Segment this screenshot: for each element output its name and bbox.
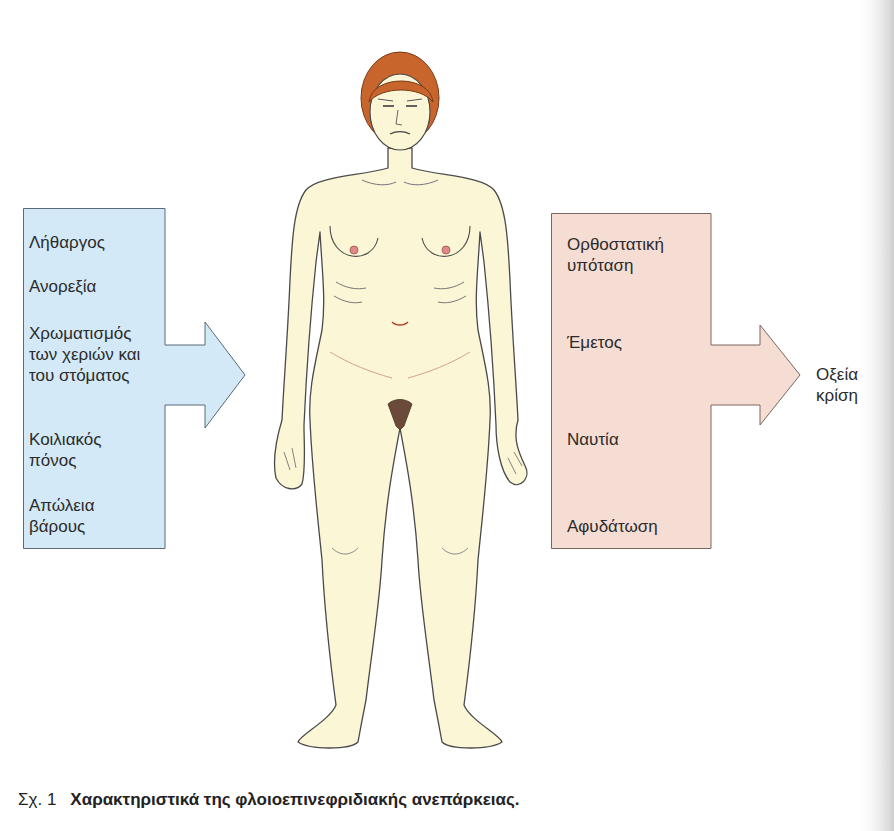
symptom-text: Αφυδάτωση [567, 516, 707, 537]
nose [396, 110, 402, 125]
nipple [350, 246, 358, 254]
symptom-text: Ανορεξία [29, 276, 147, 297]
breast-left [330, 226, 378, 256]
figure-number: Σχ. 1 [18, 789, 56, 811]
eyes [383, 105, 417, 107]
scan-shadow [856, 0, 894, 831]
symptom-text: Χρωματισμός των χεριών και του στόματος [29, 323, 147, 386]
symptom-arrow-box: ΛήθαργοςΑνορεξίαΧρωματισμός των χεριών κ… [23, 208, 247, 549]
symptom-text: Ναυτία [567, 429, 707, 450]
arrow-box-shape [24, 209, 246, 549]
nipple [442, 246, 450, 254]
symptom-text: Λήθαργος [29, 232, 147, 253]
brows [378, 99, 422, 101]
navel [392, 322, 408, 325]
knees [332, 548, 468, 554]
symptom-text: Απώλεια βάρους [29, 495, 147, 537]
mouth [390, 132, 410, 134]
symptom-text: Ορθοστατική υπόταση [567, 234, 707, 276]
symptom-text: Κοιλιακός πόνος [29, 429, 147, 471]
breast-right [422, 226, 470, 256]
fingers [284, 448, 522, 474]
arrow-box-shape [552, 214, 801, 549]
hair-fringe [369, 81, 433, 102]
ribs [334, 282, 466, 303]
outcome-label: Οξεία κρίση [816, 364, 878, 406]
crisis-arrow-box: Ορθοστατική υπότασηΈμετοςΝαυτίαΑφυδάτωση [551, 213, 802, 549]
symptom-text: Έμετος [567, 332, 707, 353]
pubic-hair [388, 400, 412, 431]
groin-lines [330, 352, 470, 378]
body-outline [274, 148, 527, 748]
collarbones [362, 180, 438, 185]
figure-caption: Χαρακτηριστικά της φλοιοεπινεφριδιακής α… [70, 789, 519, 811]
caption-row: Σχ. 1 Χαρακτηριστικά της φλοιοεπινεφριδια… [18, 789, 519, 811]
